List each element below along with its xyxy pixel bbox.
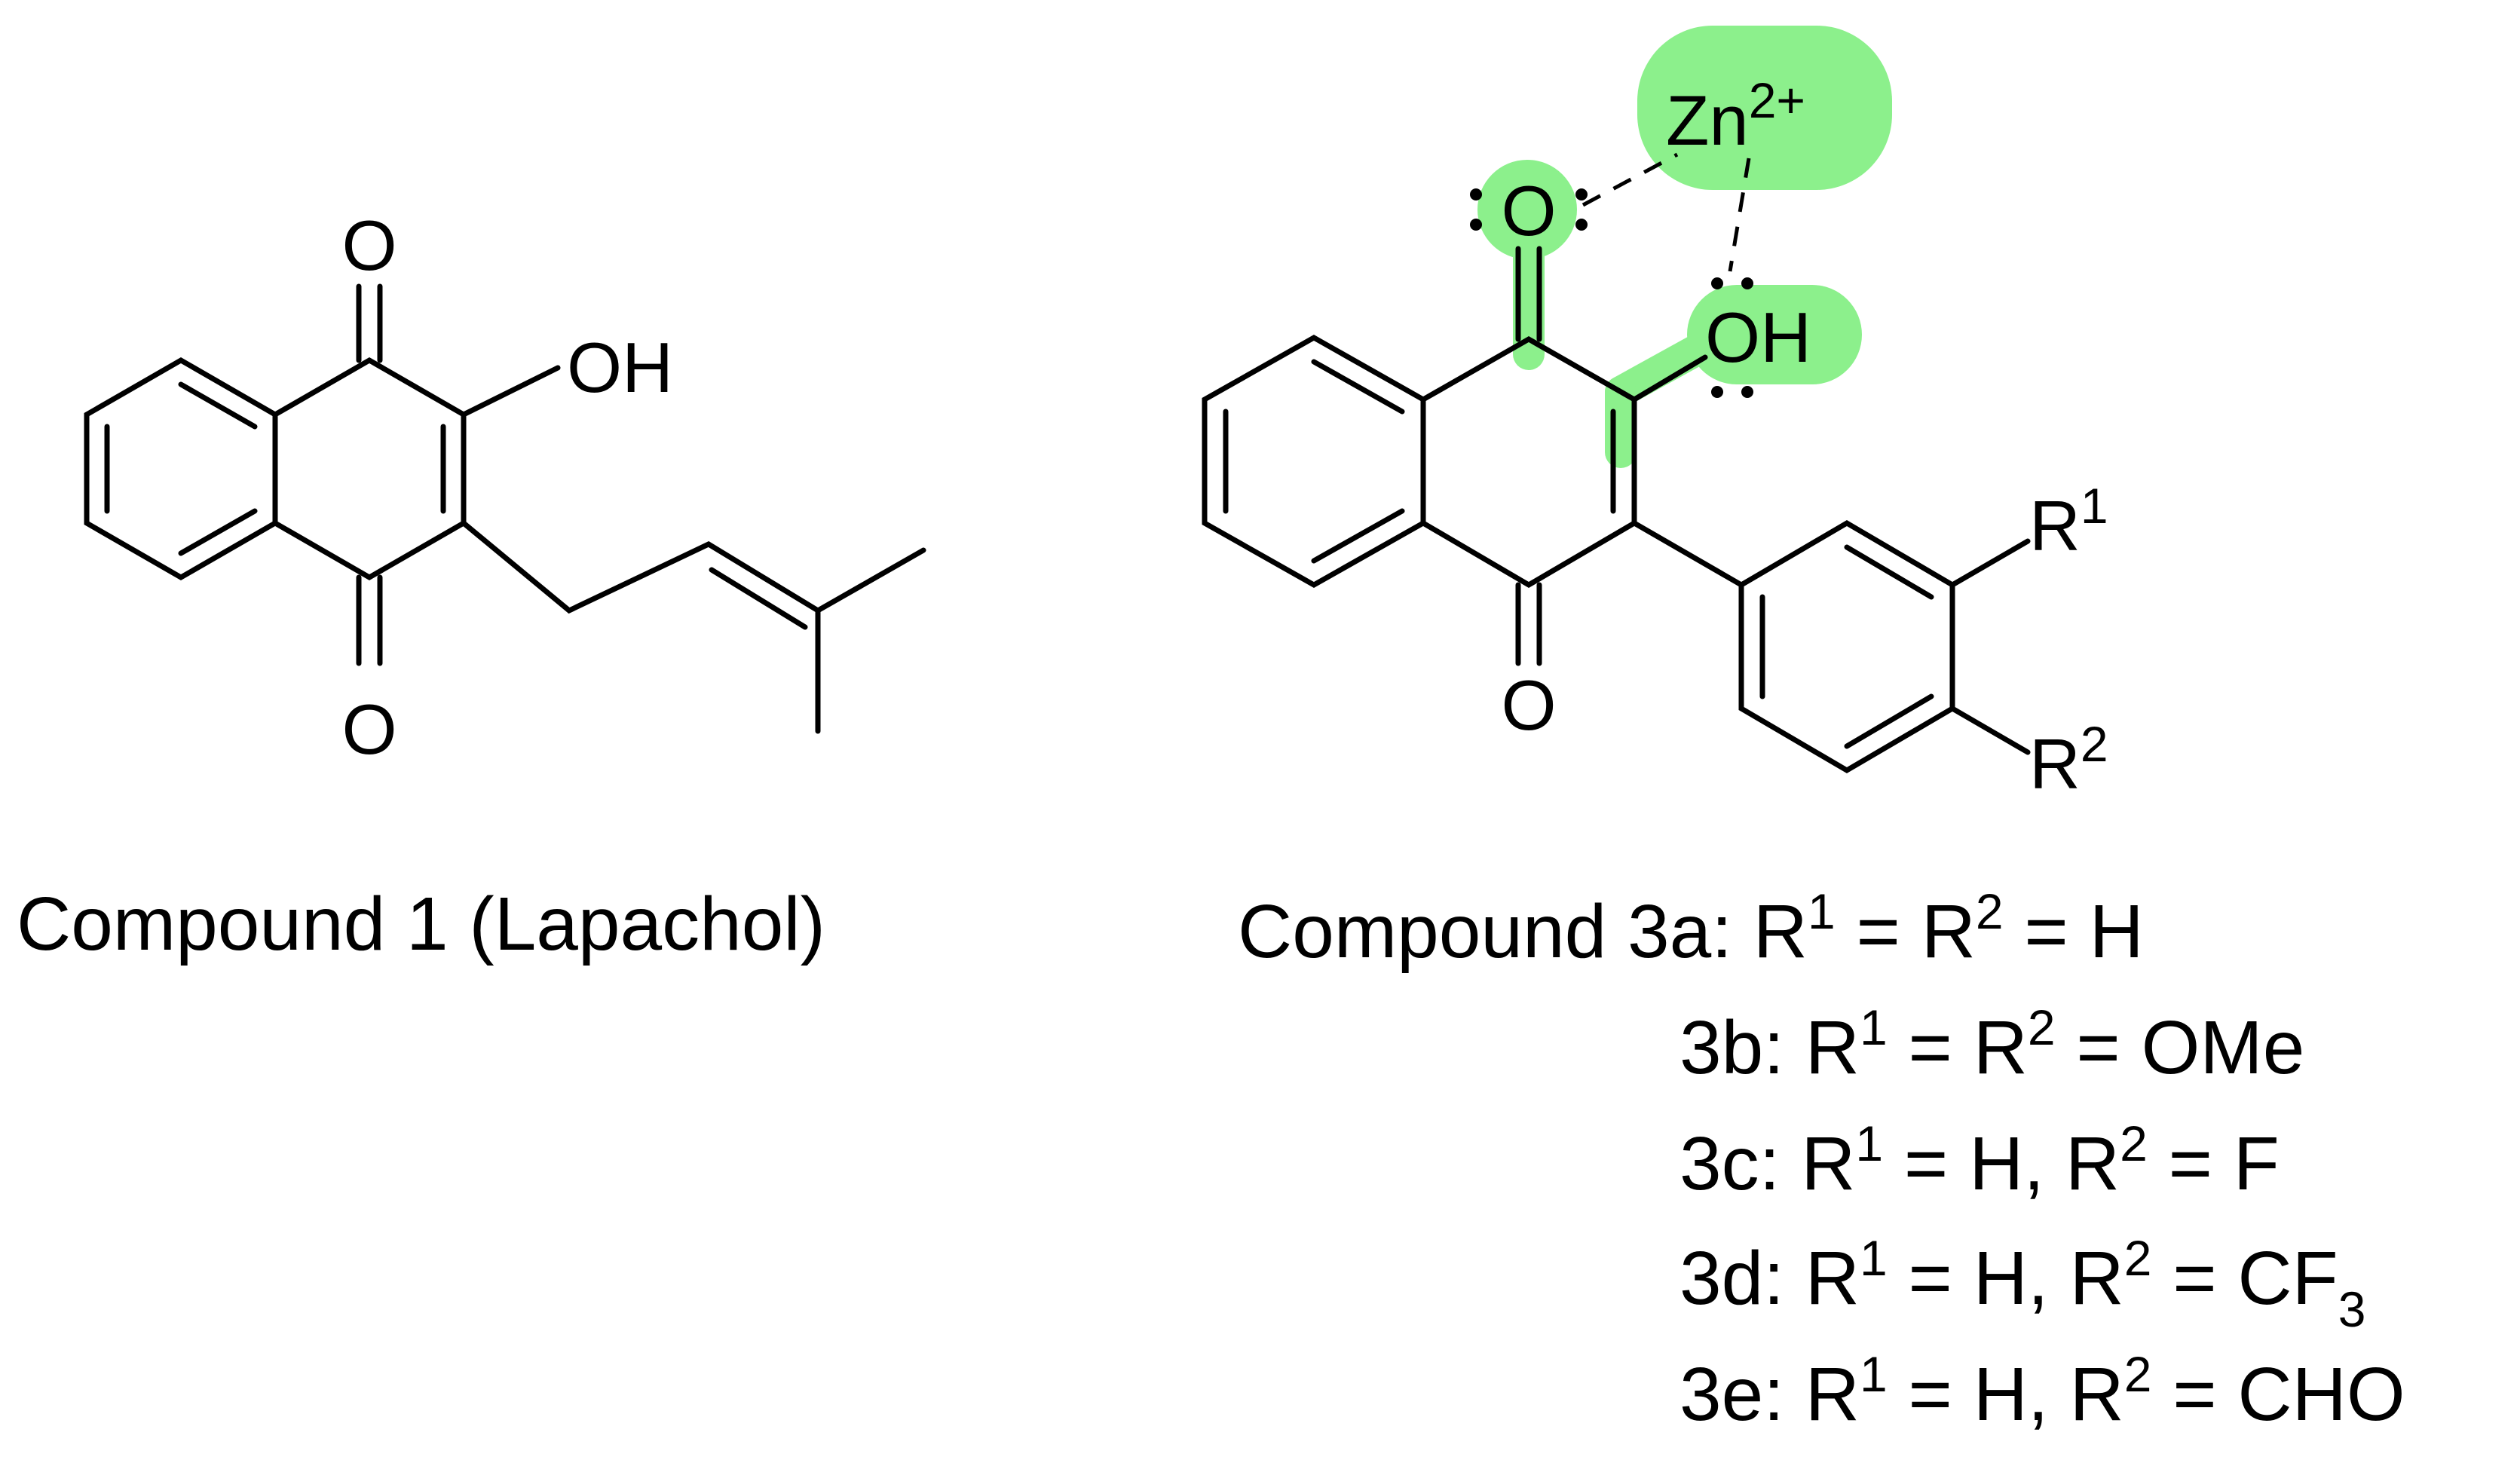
- c3-hydroxyl-bond: [1631, 354, 1708, 402]
- compound-1-structure: O OH O: [84, 206, 926, 769]
- hydroxyl-oxygen-lone-pairs: [1711, 277, 1753, 398]
- c3-r2-bond: [1949, 705, 2031, 755]
- c3-oxygen-top: O: [1501, 171, 1556, 250]
- zinc-charge: 2+: [1749, 72, 1805, 128]
- carbonyl-oxygen-highlight: [1477, 160, 1577, 259]
- c1-top-carbonyl: [356, 283, 383, 363]
- zn-highlight: [1637, 26, 1892, 190]
- c1-hydroxyl-bond: [461, 365, 561, 418]
- c1-benzene-ring: [84, 357, 278, 581]
- c3-benzene-ring: [1202, 334, 1426, 589]
- caption-line-3c: 3c: R1 = H, R2 = F: [1679, 1116, 2280, 1206]
- c3-aryl-inner-bonds: [1759, 544, 1934, 749]
- c3-benzene-inner-bonds: [1223, 359, 1405, 564]
- caption-line-3d: 3d: R1 = H, R2 = CF3: [1679, 1230, 2365, 1337]
- caption-line-3b: 3b: R1 = R2 = OMe: [1679, 999, 2304, 1090]
- chelation-highlight: [1477, 26, 1892, 468]
- c3-r1-label: R1: [2029, 478, 2108, 565]
- compound-3-structure: Zn2+ O OH O R1 R2: [1202, 26, 2108, 803]
- c1-hydroxyl-label: OH: [567, 328, 673, 407]
- c1-benzene-inner-bonds: [104, 381, 258, 556]
- c1-prenyl-double-bond: [709, 567, 808, 630]
- c3-top-carbonyl: [1515, 246, 1542, 342]
- compound-1-caption: Compound 1 (Lapachol): [17, 882, 825, 966]
- c3-aryl-ring: [1738, 519, 1955, 774]
- caption-line-3a: Compound 3a: R1 = R2 = H: [1238, 883, 2144, 974]
- c1-oxygen-bottom: O: [341, 690, 397, 769]
- c1-quinone-ring: [272, 357, 467, 581]
- compound-3-caption: Compound 3a: R1 = R2 = H 3b: R1 = R2 = O…: [1238, 883, 2405, 1437]
- c1-prenyl-chain: [461, 520, 926, 614]
- c1-oxygen-top: O: [341, 206, 397, 285]
- carbonyl-oxygen-lone-pairs: [1470, 188, 1588, 231]
- c3-hydroxyl-label: OH: [1705, 298, 1811, 377]
- c3-aryl-link: [1631, 520, 1744, 588]
- hydroxyl-highlight: [1687, 285, 1862, 384]
- c3-quinone-ring: [1420, 335, 1637, 589]
- c3-bottom-carbonyl: [1515, 582, 1542, 666]
- zinc-ion-label: Zn2+: [1666, 72, 1805, 160]
- zn-hydroxyl-coordination: [1728, 158, 1751, 272]
- zn-carbonyl-coordination: [1582, 152, 1679, 207]
- c3-oxygen-bottom: O: [1501, 666, 1556, 745]
- c3-r2-label: R2: [2029, 716, 2108, 803]
- c1-bottom-carbonyl: [356, 574, 383, 666]
- caption-line-3e: 3e: R1 = H, R2 = CHO: [1679, 1346, 2405, 1437]
- c3-r1-bond: [1949, 538, 2031, 588]
